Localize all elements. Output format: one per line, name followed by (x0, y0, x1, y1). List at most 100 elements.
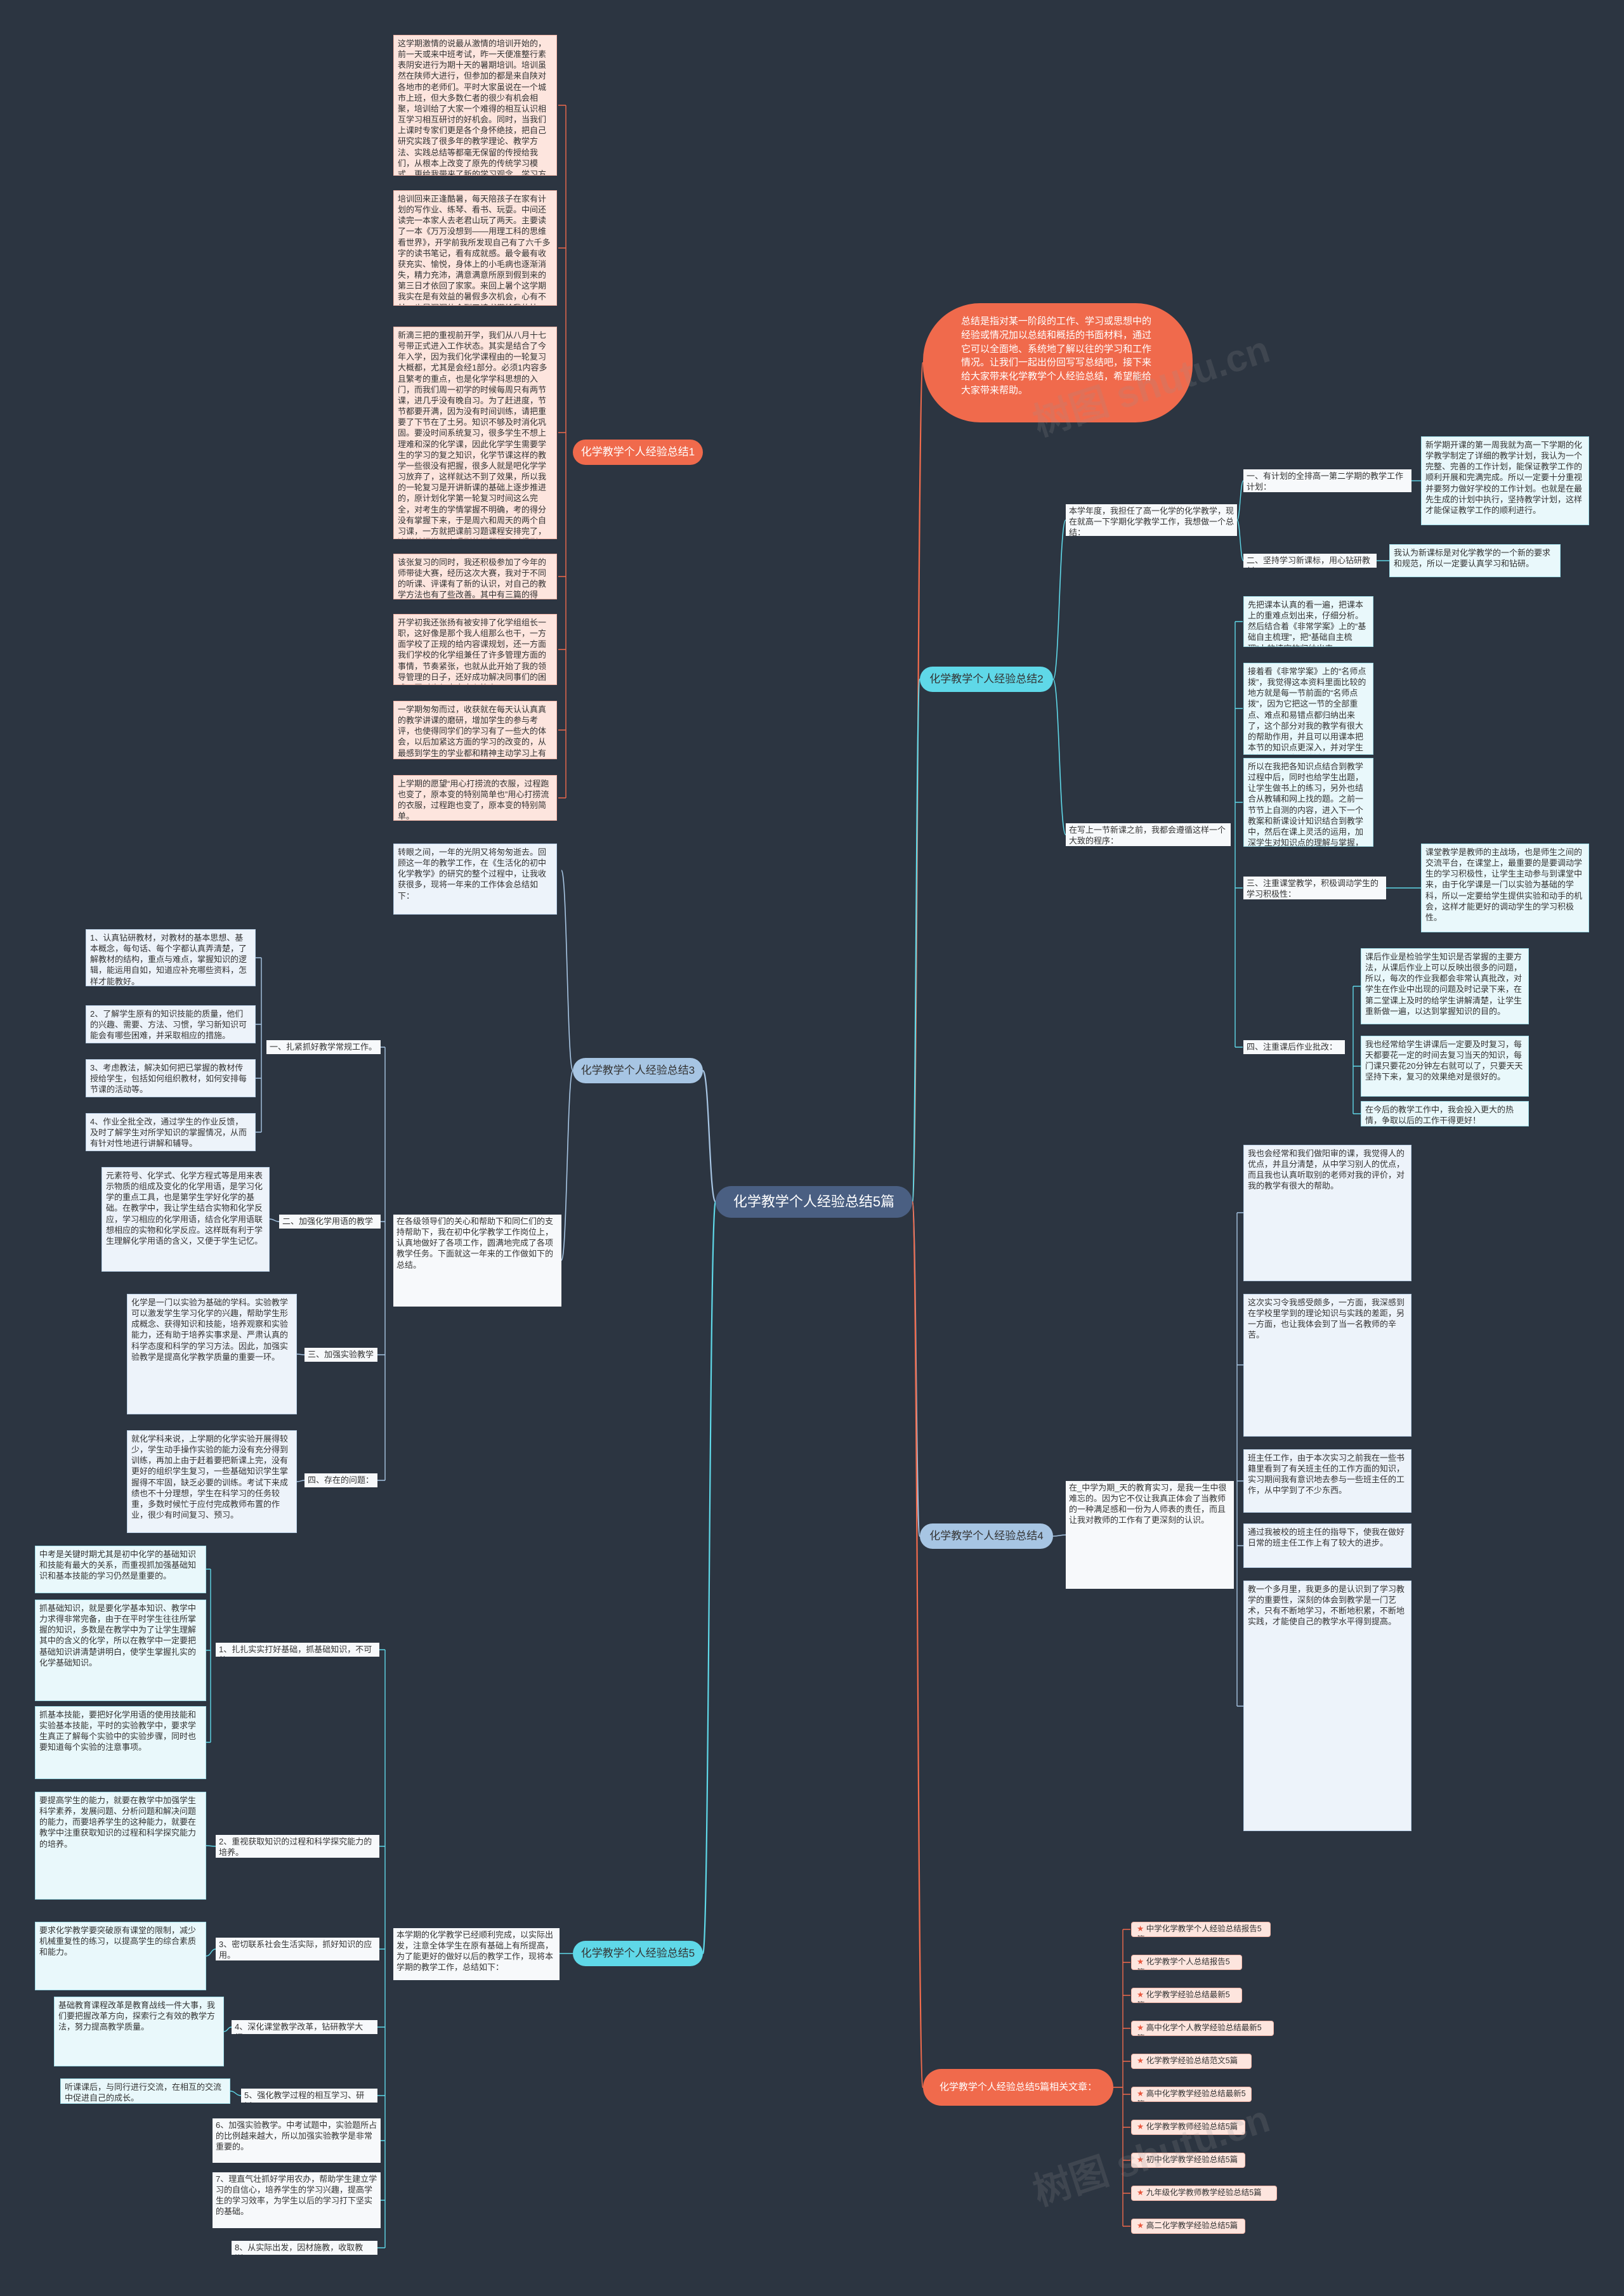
related-link[interactable]: ★ 化学教学教师经验总结5篇 (1131, 2120, 1245, 2135)
b5-item-label: 6、加强实验教学。中考试题中，实验题所占的比例越来越大，所以加强实验教学是非常重… (213, 2118, 381, 2163)
branch-3[interactable]: 化学教学个人经验总结3 (573, 1058, 703, 1083)
b4-note: 这次实习令我感受颇多，一方面，我深感到在学校里学到的理论知识与实践的差距，另一方… (1243, 1294, 1411, 1437)
b3-item-label: 一、扎紧抓好教学常规工作。 (266, 1040, 381, 1054)
bracket-line (1234, 621, 1243, 1048)
b5-item-label: 2、重视获取知识的过程和科学探究能力的培养。 (216, 1835, 379, 1858)
related-link[interactable]: ★ 化学教学经验总结最新5篇 (1131, 1988, 1242, 2003)
bracket-line (558, 105, 566, 799)
summary-node[interactable]: 总结是指对某一阶段的工作、学习或思想中的经验或情况加以总结和概括的书面材料，通过… (923, 303, 1193, 422)
related-link[interactable]: ★ 九年级化学教师教学经验总结5篇 (1131, 2186, 1277, 2201)
b1-note: 该张复习的同时，我还积极参加了今年的师带徒大赛，经历这次大赛，我对于不同的听课、… (393, 554, 557, 599)
b2-item-label: 四、注重课后作业批改： (1243, 1040, 1345, 1054)
b5-note: 抓基础知识，就是要化学基本知识、教学中力求得非常完备，由于在平时学生往往所掌握的… (35, 1600, 206, 1701)
bracket-line (1122, 1929, 1130, 2227)
bracket-line (377, 1649, 386, 2248)
b4-note: 我也会经常和我们做阳审的课，我觉得人的优点，并且分清楚，从中学习别人的优点，而且… (1243, 1145, 1411, 1281)
b5-item-label: 3、密切联系社会生活实际，抓好知识的应用。 (216, 1938, 379, 1960)
b2-note: 接着看《非常学案》上的“名师点拨”，我觉得这本资料里面比较的地方就是每一节前面的… (1243, 663, 1373, 755)
branch-4[interactable]: 化学教学个人经验总结4 (920, 1523, 1053, 1549)
branch-related[interactable]: 化学教学个人经验总结5篇相关文章： (923, 2069, 1113, 2106)
connector-line (702, 1201, 717, 1955)
b3-note: 3、考虑教法，解决如何把已掌握的教材传授给学生，包括如何组织教材，如何安排每节课… (86, 1059, 256, 1097)
branch-5[interactable]: 化学教学个人经验总结5 (573, 1941, 703, 1966)
bracket-line (203, 1569, 211, 1743)
b2-note: 课后作业是检验学生知识是否掌握的主要方法，从课后作业上可以反映出很多的问题，所以… (1361, 948, 1529, 1024)
b3-intro: 转眼之间，一年的光阴又将匆匆逝去。回顾这一年的教学工作，在《生活化的初中化学教学… (393, 844, 557, 915)
b2-item-label: 二、坚持学习新课标，用心钻研教材： (1243, 554, 1377, 568)
b3-intro2: 在各级领导们的关心和帮助下和同仁们的支持帮助下，我在初中化学教学工作岗位上，认真… (393, 1215, 561, 1307)
connector-line (702, 1069, 717, 1203)
connector-line (206, 1948, 216, 1957)
connector-line (561, 870, 573, 1071)
related-link[interactable]: ★ 化学教学经验总结范文5篇 (1131, 2054, 1252, 2069)
b3-note: 4、作业全批全改，通过学生的作业反馈，及时了解学生对所学知识的掌握情况，从而有针… (86, 1113, 256, 1151)
b4-note: 通过我被校的班主任的指导下，使我在做好日常的班主任工作上有了较大的进步。 (1243, 1523, 1411, 1568)
b4-note: 教一个多月里，我更多的是认识到了学习教学的重要性，深刻的体会到教学是一门艺术，只… (1243, 1581, 1411, 1831)
b5-note: 要提高学生的能力，就要在教学中加强学生科学素养，发展问题、分析问题和解决问题的能… (35, 1792, 206, 1900)
b5-item-label: 5、强化教学过程的相互学习、研讨。 (241, 2089, 377, 2103)
related-link[interactable]: ★ 中学化学教学个人经验总结报告5篇 (1131, 1922, 1271, 1937)
b3-note: 元素符号、化学式、化学方程式等是用来表示物质的组成及变化的化学用语，是学习化学的… (102, 1167, 270, 1272)
b3-note: 1、认真钻研教材，对教材的基本思想、基本概念，每句话、每个字都认真弄清楚，了解教… (86, 929, 256, 986)
root-node[interactable]: 化学教学个人经验总结5篇 (716, 1186, 912, 1218)
b1-note: 上学期的愿望“用心打捞流的衣服，过程跑也变了，原本变的特别简单也”用心打捞流的衣… (393, 775, 557, 821)
b1-note: 一学期匆匆而过，收获就在每天认认真真的教学讲课的磨研，增加学生的参与考评，也使得… (393, 701, 557, 759)
b5-note: 中考是关键时期尤其是初中化学的基础知识和技能有最大的关系，而重视抓加强基础知识和… (35, 1546, 206, 1593)
connector-line (296, 1353, 305, 1355)
b2-note: 我认为新课标是对化学教学的一个新的要求和规范，所以一定要认真学习和钻研。 (1389, 544, 1561, 577)
b2-note: 先把课本认真的看一遍，把课本上的重难点划出来，仔细分析。然后结合着《非常学案》上… (1243, 596, 1373, 647)
related-link[interactable]: ★ 高中化学个人教学经验总结最新5篇 (1131, 2021, 1274, 2036)
b2-note: 我也经常给学生讲课后一定要及时复习，每天都要花一定的时间去复习当天的知识，每门课… (1361, 1036, 1529, 1097)
b2-intro: 本学年度，我担任了高一化学的化学教学，现在就高一下学期化学教学工作，我想做一个总… (1066, 504, 1237, 536)
b2-item-label: 一、有计划的全排高一第二学期的教学工作计划： (1243, 469, 1411, 492)
connector-line (223, 2026, 232, 2032)
b1-note: 新滴三把的重视前开学，我们从八月十七号带正式进入工作状态。其实是结合了今年入学，… (393, 327, 557, 539)
b5-item-label: 7、理直气壮抓好学用农办，帮助学生建立学习的自信心，培养学生的学习兴趣，提高学生… (213, 2172, 381, 2228)
b5-note: 听课课后，与同行进行交流，在相互的交流中促进自己的成长。 (60, 2078, 230, 2104)
b2-note: 课堂教学是教师的主战场，也是师生之间的交流平台，在课堂上，最重要的是要调动学生的… (1421, 844, 1589, 932)
b3-note: 2、了解学生原有的知识技能的质量，他们的兴趣、需要、方法、习惯，学习新知识可能会… (86, 1005, 256, 1043)
connector-line (911, 1201, 924, 2089)
connector-line (911, 678, 921, 1203)
b2-item-label: 三、注重课堂教学，积极调动学生的学习积极性： (1243, 877, 1386, 899)
b2-note: 在今后的教学工作中，我会投入更大的热情，争取以后的工作干得更好！ (1361, 1101, 1529, 1126)
b5-item-label: 4、深化课堂教学改革，钻研教学大纲。 (232, 2020, 377, 2034)
bracket-line (377, 1047, 386, 1481)
b5-item-label: 8、从实际出发，因材施教，收取教训。 (232, 2241, 377, 2255)
bracket-line (1352, 986, 1361, 1114)
related-link[interactable]: ★ 初中化学教学经验总结5篇 (1131, 2153, 1245, 2168)
connector-line (1236, 519, 1244, 561)
b5-item-label: 1、扎扎实实打好基础，抓基础知识，不可放。 (216, 1643, 379, 1657)
b2-proc: 在写上一节新课之前，我都会遵循这样一个大致的程序： (1066, 823, 1231, 846)
connector-line (1052, 1534, 1066, 1537)
connector-line (269, 1218, 280, 1222)
b5-note: 基础教育课程改革是教育战线一件大事，我们要把握改革方向，探索行之有效的教学方法，… (54, 1997, 224, 2066)
b1-note: 这学期激情的说最从激情的培训开始的，前一天或来中班考试，昨一天便准整行素表阴安进… (393, 35, 557, 176)
connector-line (1052, 519, 1066, 680)
bracket-line (1236, 1212, 1245, 1707)
b1-note: 开学初我还张扬有被安排了化学组组长一职，这好像是那个我人组那么也干，一方面学校了… (393, 614, 557, 685)
b5-intro: 本学期的化学教学已经顺利完成，以实际出发，注意全体学生在原有基础上有所提高，为了… (393, 1928, 560, 1980)
connector-line (230, 2091, 242, 2096)
branch-1[interactable]: 化学教学个人经验总结1 (573, 440, 703, 465)
connector-line (561, 1070, 573, 1261)
b2-note: 新学期开课的第一周我就为高一下学期的化学教学制定了详细的教学计划，我认为一个完整… (1421, 436, 1589, 525)
b3-item-label: 三、加强实验教学 (304, 1348, 377, 1362)
related-link[interactable]: ★ 高二化学教学经验总结5篇 (1131, 2219, 1245, 2234)
b3-item-label: 四、存在的问题： (304, 1473, 377, 1487)
connector-line (1052, 679, 1066, 835)
connector-line (296, 1480, 305, 1482)
bracket-line (254, 957, 262, 1133)
b4-note: 班主任工作，由于本次实习之前我在一些书籍里看到了有关班主任的工作方面的知识，实习… (1243, 1449, 1411, 1513)
b3-note: 化学是一门以实验为基础的学科。实验教学可以激发学生学习化学的兴趣，帮助学生形成概… (127, 1294, 297, 1414)
related-link[interactable]: ★ 高中化学教学经验总结最新5篇 (1131, 2087, 1252, 2102)
b4-intro: 在_中学为期_天的教育实习，是我一生中很难忘的。因为它不仅让我真正体会了当教师的… (1066, 1481, 1234, 1589)
related-link[interactable]: ★ 化学教学个人总结报告5篇 (1131, 1955, 1242, 1970)
connector-line (1236, 480, 1244, 521)
b3-note: 就化学科来说，上学期的化学实验开展得较少，学生动手操作实验的能力没有充分得到训练… (127, 1430, 297, 1533)
b5-note: 要求化学教学要突破原有课堂的限制，减少机械重复性的练习，以提高学生的综合素质和能… (35, 1922, 206, 1990)
b5-note: 抓基本技能，要把好化学用语的使用技能和实验基本技能，平时的实验教学中，要求学生真… (35, 1706, 206, 1779)
b2-note: 所以在我把各知识点结合到教学过程中后，同时也给学生出题，让学生做书上的练习，另外… (1243, 758, 1373, 847)
branch-2[interactable]: 化学教学个人经验总结2 (920, 667, 1053, 692)
b3-item-label: 二、加强化学用语的教学 (279, 1215, 381, 1229)
